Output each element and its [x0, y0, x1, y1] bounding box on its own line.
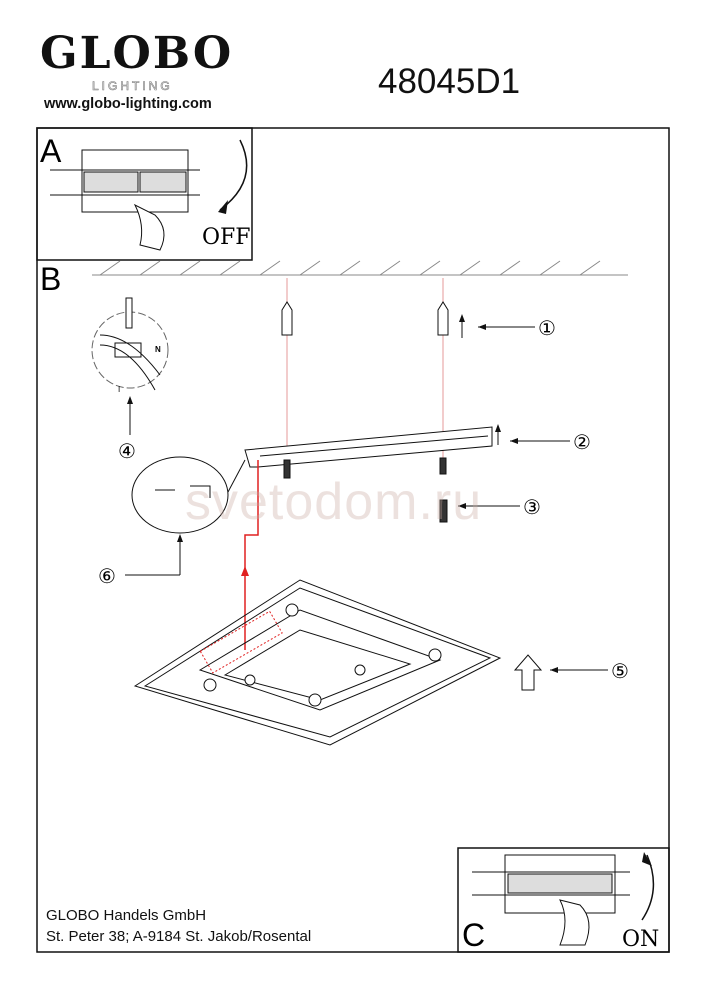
power-wire — [244, 460, 259, 650]
bracket-detail-circle — [131, 456, 229, 534]
screw-icon — [283, 457, 448, 523]
outer-frame — [36, 127, 670, 953]
on-label: ON — [622, 927, 659, 952]
arrow-up-curved-icon — [641, 854, 655, 921]
company-address: St. Peter 38; A-9184 St. Jakob/Rosental — [46, 928, 312, 945]
brand-logo-subtitle: LIGHTING — [92, 79, 173, 94]
circuit-breaker-icon — [50, 149, 200, 213]
company-info: GLOBO Handels GmbH St. Peter 38; A-9184 … — [46, 905, 311, 947]
wiring-detail — [91, 297, 169, 391]
step-6-label: ⑥ — [98, 566, 116, 588]
step-5-label: ⑤ — [611, 661, 629, 683]
website-url: www.globo-lighting.com — [44, 96, 212, 112]
hand-icon — [133, 203, 165, 251]
ceiling-lamp — [133, 579, 502, 746]
step-3-label: ③ — [523, 497, 541, 519]
company-name: GLOBO Handels GmbH — [46, 907, 207, 924]
ceiling — [92, 260, 628, 276]
panel-a: A OFF — [36, 127, 253, 261]
circuit-breaker-icon — [472, 854, 630, 914]
step-1-label: ① — [538, 318, 556, 340]
wall-plug-icon — [281, 301, 449, 336]
panel-c: C ON — [457, 847, 670, 953]
panel-c-label: C — [462, 917, 485, 953]
brand-logo: GLOBO — [40, 28, 234, 79]
panel-b-label: B — [40, 261, 61, 297]
neutral-label: N — [155, 345, 161, 354]
hand-icon — [559, 899, 590, 946]
step-2-label: ② — [573, 432, 591, 454]
off-label: OFF — [202, 225, 251, 250]
step-4-label: ④ — [118, 441, 136, 463]
arrow-up-icon — [513, 654, 543, 691]
mounting-bracket — [244, 426, 493, 468]
watermark: svetodom.ru — [185, 473, 483, 531]
arrow-down-icon — [219, 139, 248, 211]
panel-a-label: A — [40, 133, 62, 169]
live-label: I — [118, 385, 120, 394]
model-number: 48045D1 — [378, 62, 521, 101]
